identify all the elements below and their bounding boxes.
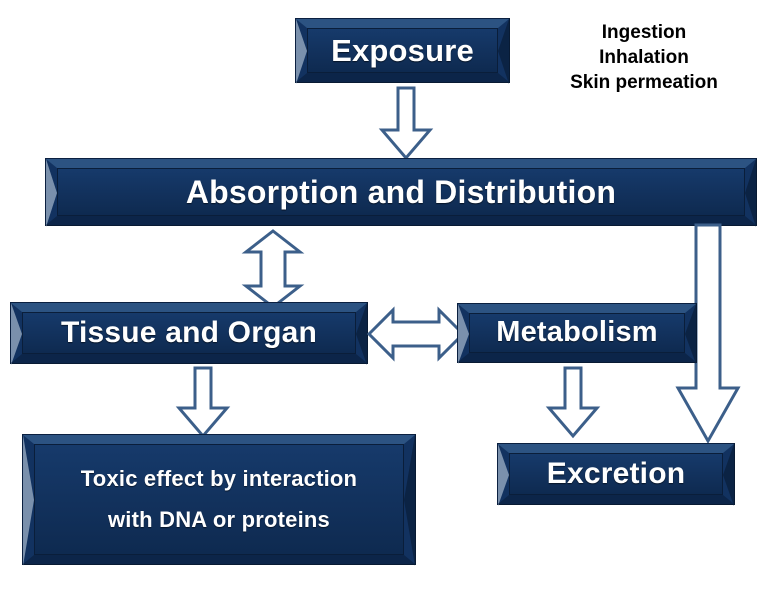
bevel-left bbox=[46, 159, 57, 227]
node-metabolism-label: Metabolism bbox=[496, 316, 658, 349]
bevel-left bbox=[296, 19, 307, 84]
bevel-left bbox=[458, 304, 469, 364]
bevel-bottom bbox=[23, 555, 415, 564]
arrow-exposure-to-absorption bbox=[378, 86, 434, 161]
bevel-bottom bbox=[498, 495, 734, 504]
bevel-left bbox=[498, 444, 509, 506]
node-face bbox=[509, 453, 723, 495]
arrow-tissue-to-toxic-effect bbox=[175, 366, 231, 439]
bevel-right bbox=[685, 304, 696, 364]
routes-of-entry-caption: Ingestion Inhalation Skin permeation bbox=[570, 22, 718, 94]
node-toxic-effect[interactable]: Toxic effect by interaction with DNA or … bbox=[22, 434, 416, 566]
bevel-right bbox=[745, 159, 756, 227]
node-face bbox=[34, 444, 404, 555]
bevel-left bbox=[23, 435, 34, 566]
node-face bbox=[57, 168, 745, 216]
node-face bbox=[469, 313, 685, 353]
bevel-top bbox=[11, 303, 367, 312]
node-exposure[interactable]: Exposure bbox=[295, 18, 510, 84]
arrow-absorption-to-excretion bbox=[673, 223, 743, 445]
bevel-right bbox=[356, 303, 367, 365]
arrow-tissue-to-metabolism bbox=[366, 304, 466, 364]
bevel-left bbox=[11, 303, 22, 365]
bevel-bottom bbox=[458, 353, 696, 362]
bevel-right bbox=[498, 19, 509, 84]
node-tissue-and-organ[interactable]: Tissue and Organ bbox=[10, 302, 368, 365]
node-exposure-label: Exposure bbox=[331, 32, 474, 68]
bevel-bottom bbox=[46, 216, 756, 225]
node-face bbox=[22, 312, 356, 354]
bevel-bottom bbox=[296, 73, 509, 82]
node-absorption-label: Absorption and Distribution bbox=[185, 173, 617, 210]
node-tissue-label: Tissue and Organ bbox=[60, 315, 318, 349]
bevel-top bbox=[23, 435, 415, 444]
node-face bbox=[307, 28, 498, 73]
bevel-right bbox=[723, 444, 734, 506]
node-absorption-and-distribution[interactable]: Absorption and Distribution bbox=[45, 158, 757, 227]
node-toxic-effect-label: Toxic effect by interaction with DNA or … bbox=[80, 465, 358, 532]
bevel-right bbox=[404, 435, 415, 566]
arrow-metabolism-to-excretion bbox=[545, 366, 601, 439]
bevel-bottom bbox=[11, 354, 367, 363]
arrow-absorption-to-tissue bbox=[240, 229, 306, 309]
bevel-top bbox=[458, 304, 696, 313]
bevel-top bbox=[46, 159, 756, 168]
node-metabolism[interactable]: Metabolism bbox=[457, 303, 697, 364]
node-excretion-label: Excretion bbox=[546, 456, 686, 490]
bevel-top bbox=[296, 19, 509, 28]
node-excretion[interactable]: Excretion bbox=[497, 443, 735, 506]
bevel-top bbox=[498, 444, 734, 453]
